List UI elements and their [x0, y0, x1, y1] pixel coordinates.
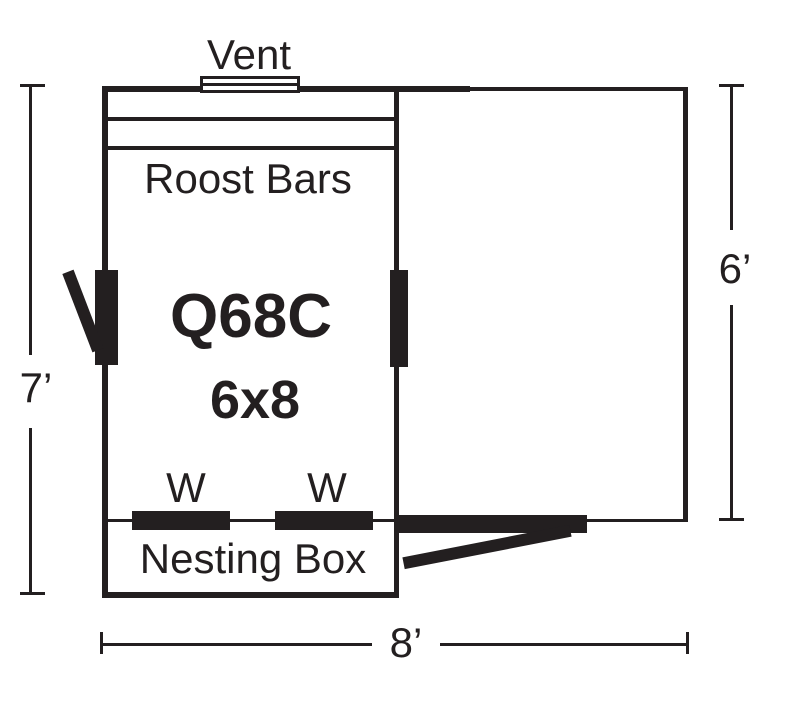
window-marker-2: W: [307, 464, 347, 511]
vent-label: Vent: [206, 31, 292, 78]
roost-bars-label: Roost Bars: [144, 155, 352, 202]
dim-left-line-lower: [29, 428, 32, 594]
coop-to-run-door-bar: [390, 270, 408, 367]
dim-right-bottom-tick: [719, 518, 744, 521]
roost-bar-line-2: [108, 146, 394, 150]
dim-left-bottom-tick: [20, 592, 45, 595]
left-access-door-bar: [95, 270, 118, 365]
dimension-left-7ft: 7’: [19, 364, 53, 411]
dim-bottom-right-tick: [686, 632, 689, 654]
dimension-right-6ft: 6’: [718, 245, 752, 292]
dim-right-line-lower: [730, 305, 733, 521]
dim-right-line-upper: [730, 84, 733, 230]
dimension-bottom-8ft: 8’: [389, 619, 423, 666]
coop-bottom-wall: [102, 592, 399, 598]
roost-bar-line-1: [108, 117, 394, 121]
dim-left-line-upper: [29, 84, 32, 355]
model-number: Q68C: [170, 282, 332, 351]
run-right-wall: [683, 87, 688, 522]
nesting-box-label: Nesting Box: [139, 535, 367, 582]
dim-left-top-tick: [20, 84, 45, 87]
dim-bottom-line-left: [100, 643, 372, 646]
run-top-wall: [470, 87, 688, 91]
window-marker-1: W: [166, 464, 206, 511]
run-door-bar: [395, 515, 587, 533]
model-size: 6x8: [209, 370, 301, 430]
nesting-box-divider-line: [108, 519, 394, 522]
vent-symbol-midline: [203, 83, 297, 86]
window-bar-2: [275, 511, 373, 530]
dim-bottom-line-right: [440, 643, 688, 646]
window-bar-1: [132, 511, 230, 530]
